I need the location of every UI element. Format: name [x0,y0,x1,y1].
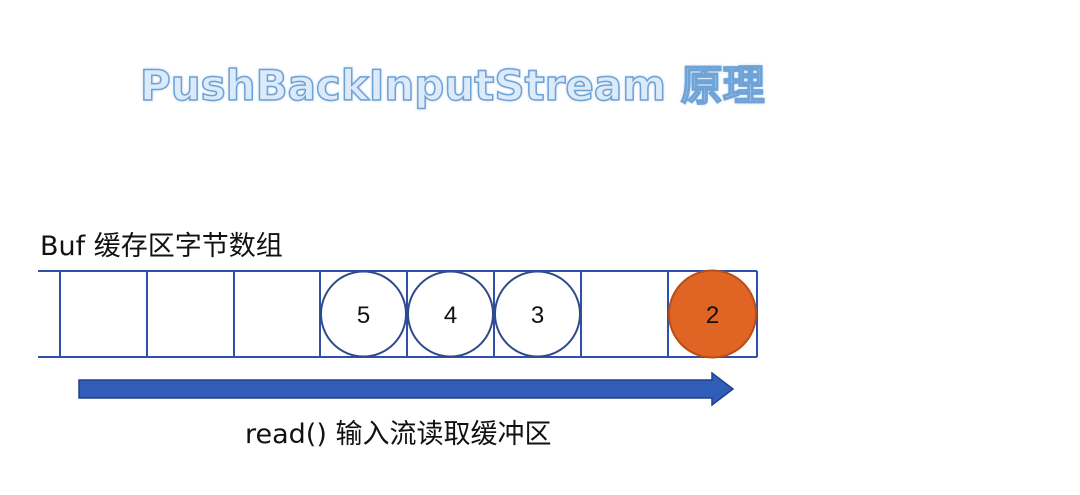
buffer-label: Buf 缓存区字节数组 [40,231,283,262]
buffer-cells: 5 4 3 2 [320,269,757,359]
byte-circle [407,270,494,358]
highlighted-byte-circle [668,269,757,359]
byte-value: 3 [531,302,544,329]
read-direction-arrow [78,371,735,407]
byte-circle [320,270,407,358]
byte-value: 5 [357,302,370,329]
read-arrow-label: read() 输入流读取缓冲区 [245,419,552,450]
byte-value: 4 [444,302,457,329]
diagram-title: PushBackInputStream 原理 [139,60,765,111]
byte-value: 2 [706,302,719,329]
byte-circle [494,270,581,358]
